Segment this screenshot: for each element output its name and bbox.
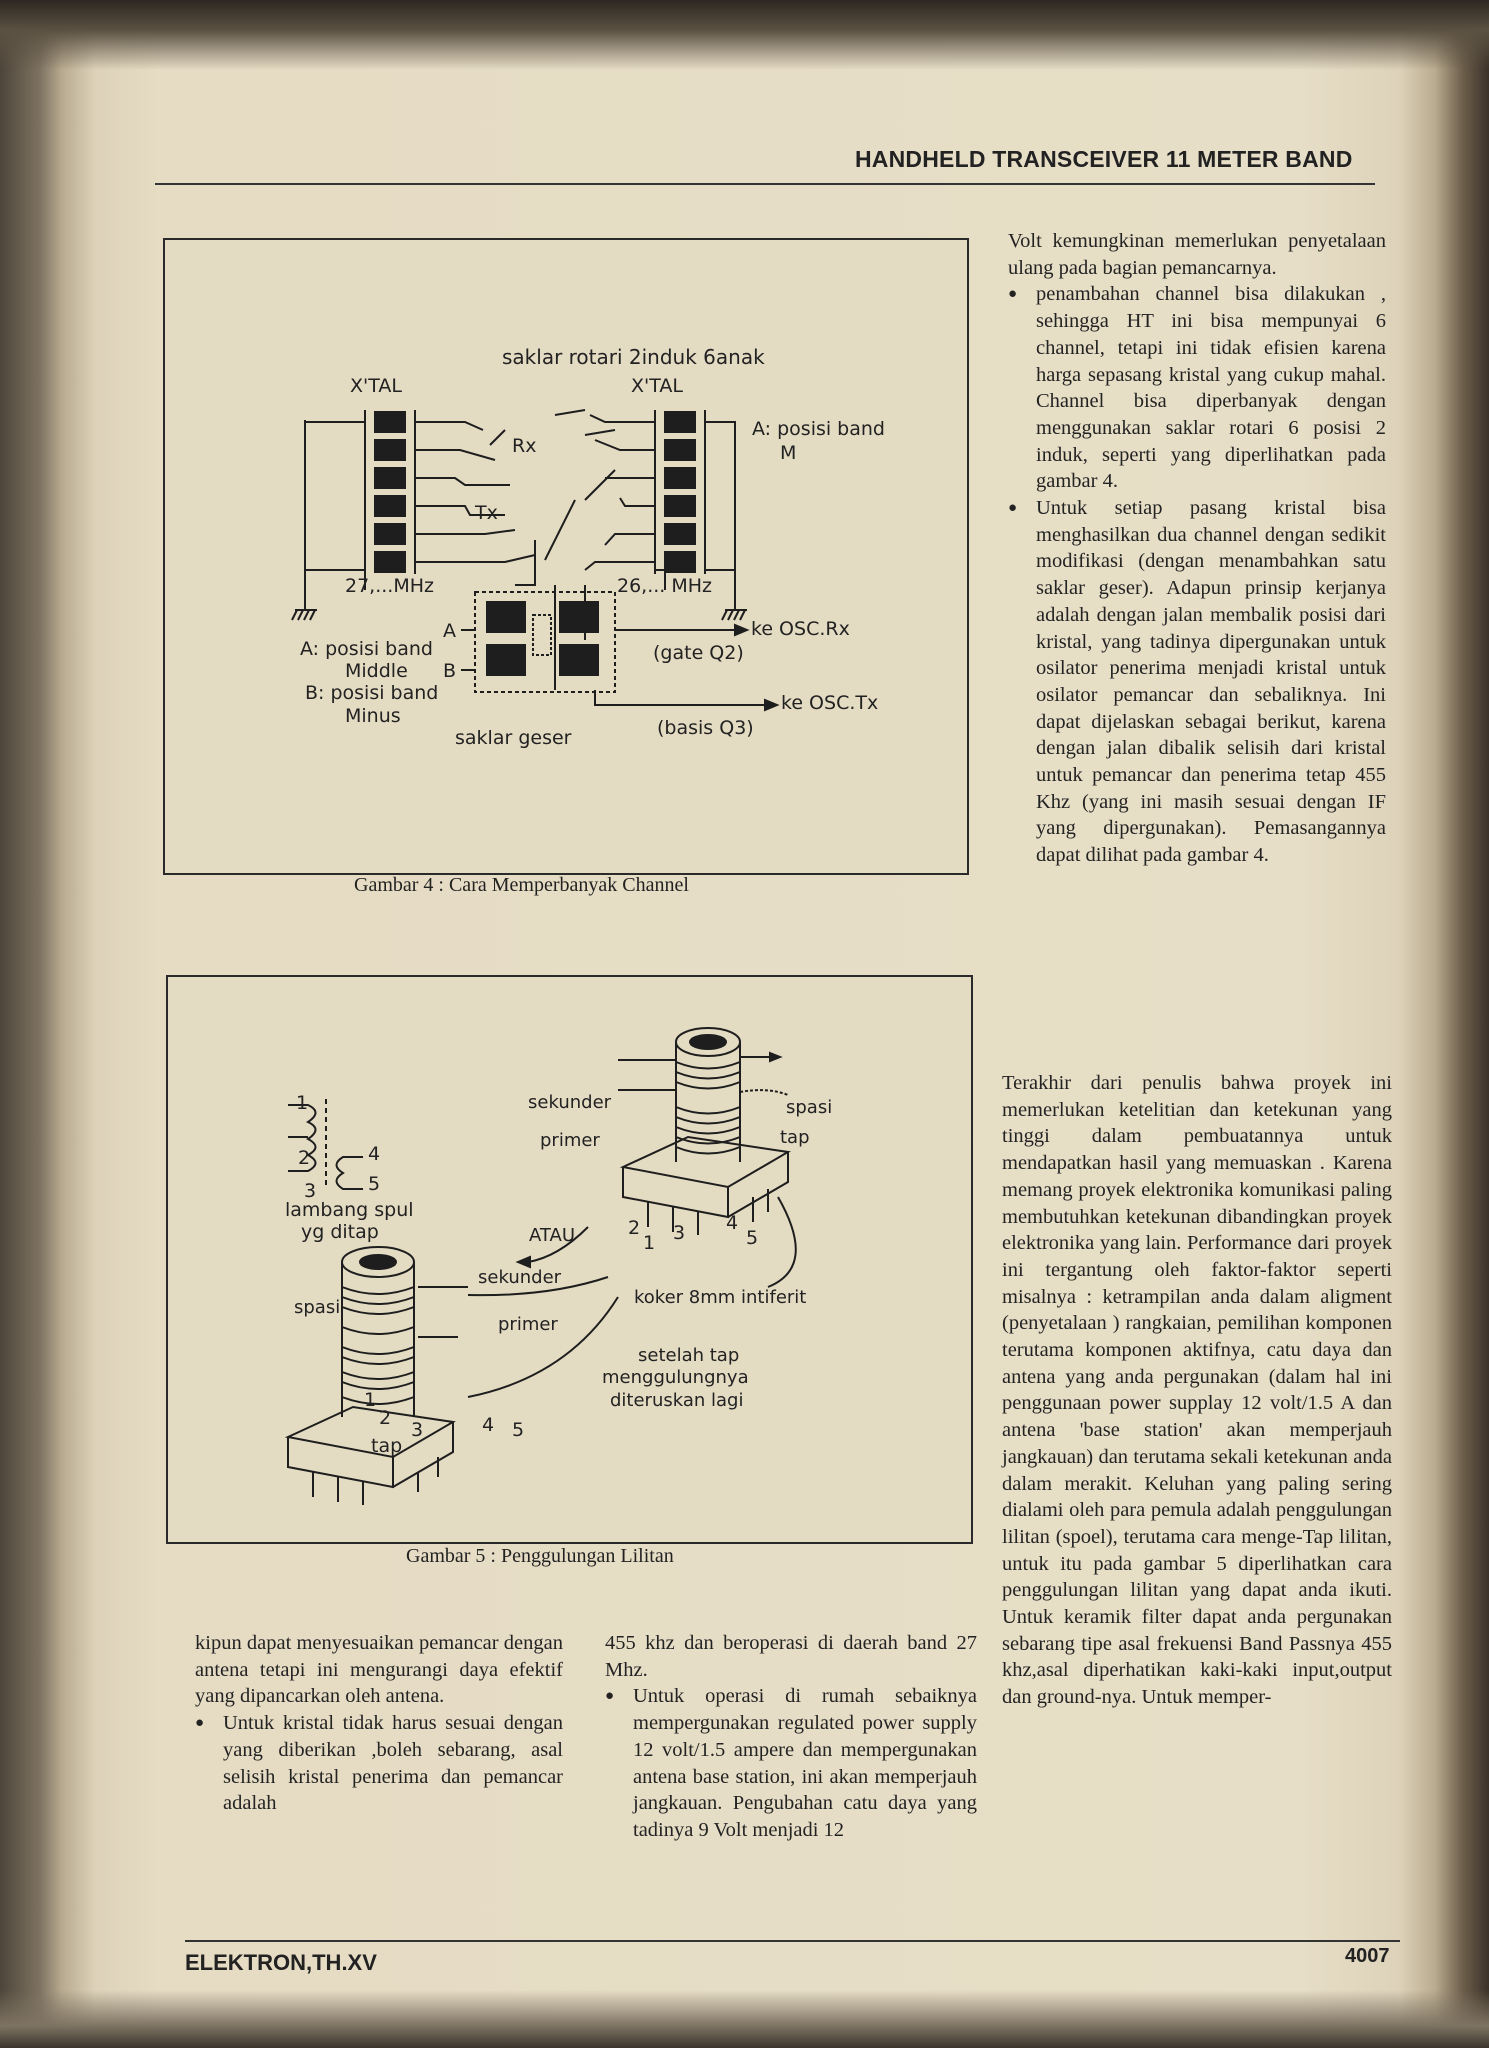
header-rule [155, 183, 1375, 185]
label-c5: 5 [512, 1419, 525, 1441]
label-n3: 3 [304, 1180, 317, 1202]
coil-former-2 [284, 1246, 468, 1505]
running-header: HANDHELD TRANSCEIVER 11 METER BAND [855, 146, 1353, 172]
label-b2: 2 [628, 1217, 641, 1239]
label-atau: ATAU [529, 1225, 576, 1246]
label-pos-a: A [443, 620, 456, 642]
label-c1: 1 [364, 1389, 377, 1411]
label-b1: 1 [643, 1232, 656, 1254]
label-sekunder: sekunder [528, 1092, 612, 1113]
label-b4: 4 [726, 1212, 739, 1234]
figure-5-coil-diagram: 1 2 3 4 5 lambang spul yg ditap sekunder… [166, 975, 973, 1544]
label-lambang2: yg ditap [301, 1221, 379, 1243]
label-rx: Rx [512, 435, 537, 457]
label-27mhz: 27,...MHz [345, 575, 434, 597]
label-setelah1: setelah tap [638, 1345, 740, 1366]
bottom-middle-continuation: 455 khz dan beroperasi di daerah band 27… [605, 1632, 977, 1681]
bottom-left-column: kipun dapat menyesuaikan pemancar dengan… [195, 1630, 563, 1817]
label-band-m2: M [780, 442, 797, 464]
label-b3: 3 [673, 1222, 686, 1244]
right-column-bullet-2: Untuk setiap pasang kristal bisa menghas… [1008, 495, 1386, 869]
slide-switch [461, 591, 780, 712]
label-band-ab4: Minus [345, 705, 401, 727]
label-tap: tap [780, 1127, 810, 1148]
xtal-bank-right [584, 410, 747, 621]
label-setelah3: diteruskan lagi [610, 1390, 744, 1411]
coil-symbol [288, 1099, 363, 1190]
label-tap2: tap [371, 1435, 403, 1457]
label-setelah2: menggulungnya [602, 1367, 749, 1388]
footer-rule [185, 1940, 1400, 1942]
page-top-shadow [0, 0, 1489, 70]
label-sekunder2: sekunder [478, 1267, 562, 1288]
label-c3: 3 [411, 1419, 424, 1441]
label-c2: 2 [379, 1407, 392, 1429]
label-tx: Tx [475, 502, 498, 524]
footer-magazine-name: ELEKTRON,TH.XV [185, 1950, 377, 1975]
label-osc-rx: ke OSC.Rx [751, 618, 850, 640]
page-bottom-shadow [0, 1990, 1489, 2048]
label-c4: 4 [482, 1414, 495, 1436]
label-gate: (gate Q2) [653, 642, 744, 664]
label-band-ab1: A: posisi band [300, 638, 433, 660]
label-n5: 5 [368, 1173, 381, 1195]
bottom-left-bullet: Untuk kristal tidak harus sesuai dengan … [195, 1710, 563, 1817]
coil-former-1 [618, 1027, 791, 1235]
label-saklar-rotari: saklar rotari 2induk 6anak [502, 345, 765, 369]
label-n1: 1 [296, 1092, 309, 1114]
right-column-bullets: Volt kemungkinan memerlukan penyetalaan … [1008, 228, 1386, 869]
label-osc-tx: ke OSC.Tx [781, 692, 879, 714]
figure-4-schematic: saklar rotari 2induk 6anak X'TAL X'TAL R… [163, 238, 969, 875]
label-saklar-geser: saklar geser [455, 727, 572, 749]
label-xtal-right: X'TAL [631, 375, 683, 397]
right-column-bullet-1: penambahan channel bisa dilakukan , sehi… [1008, 281, 1386, 495]
bottom-left-continuation: kipun dapat menyesuaikan pemancar dengan… [195, 1632, 563, 1708]
bottom-middle-column: 455 khz dan beroperasi di daerah band 27… [605, 1630, 977, 1844]
label-n2: 2 [298, 1147, 311, 1169]
label-basis: (basis Q3) [657, 717, 754, 739]
label-lambang1: lambang spul [285, 1199, 414, 1221]
figure-5-caption: Gambar 5 : Penggulungan Lilitan [406, 1545, 674, 1567]
xtal-bank-left [291, 410, 536, 621]
figure-5-drawing [284, 1027, 797, 1505]
label-xtal-left: X'TAL [350, 375, 402, 397]
label-spasi: spasi [786, 1097, 833, 1118]
label-b5: 5 [746, 1227, 759, 1249]
label-koker: koker 8mm intiferit [634, 1287, 807, 1308]
footer-page-number: 4007 [1345, 1945, 1390, 1967]
callout-arrows [467, 1196, 797, 1398]
label-spasi2: spasi [294, 1297, 341, 1318]
figure-4-caption: Gambar 4 : Cara Memperbanyak Channel [354, 874, 689, 896]
figure-4-drawing [291, 409, 780, 712]
label-pos-b: B [443, 660, 457, 682]
right-column-paragraph: Terakhir dari penulis bahwa proyek ini m… [1002, 1072, 1392, 1709]
label-band-ab3: B: posisi band [305, 682, 439, 704]
label-primer2: primer [498, 1314, 558, 1335]
bottom-middle-bullet: Untuk operasi di rumah sebaiknya memperg… [605, 1683, 977, 1843]
right-column-continuation: Volt kemungkinan memerlukan penyetalaan … [1008, 230, 1386, 279]
label-band-m: A: posisi band [752, 418, 885, 440]
label-primer: primer [540, 1130, 600, 1151]
label-band-ab2: Middle [345, 660, 408, 682]
label-n4: 4 [368, 1143, 381, 1165]
label-26mhz: 26,... MHz [617, 575, 713, 597]
